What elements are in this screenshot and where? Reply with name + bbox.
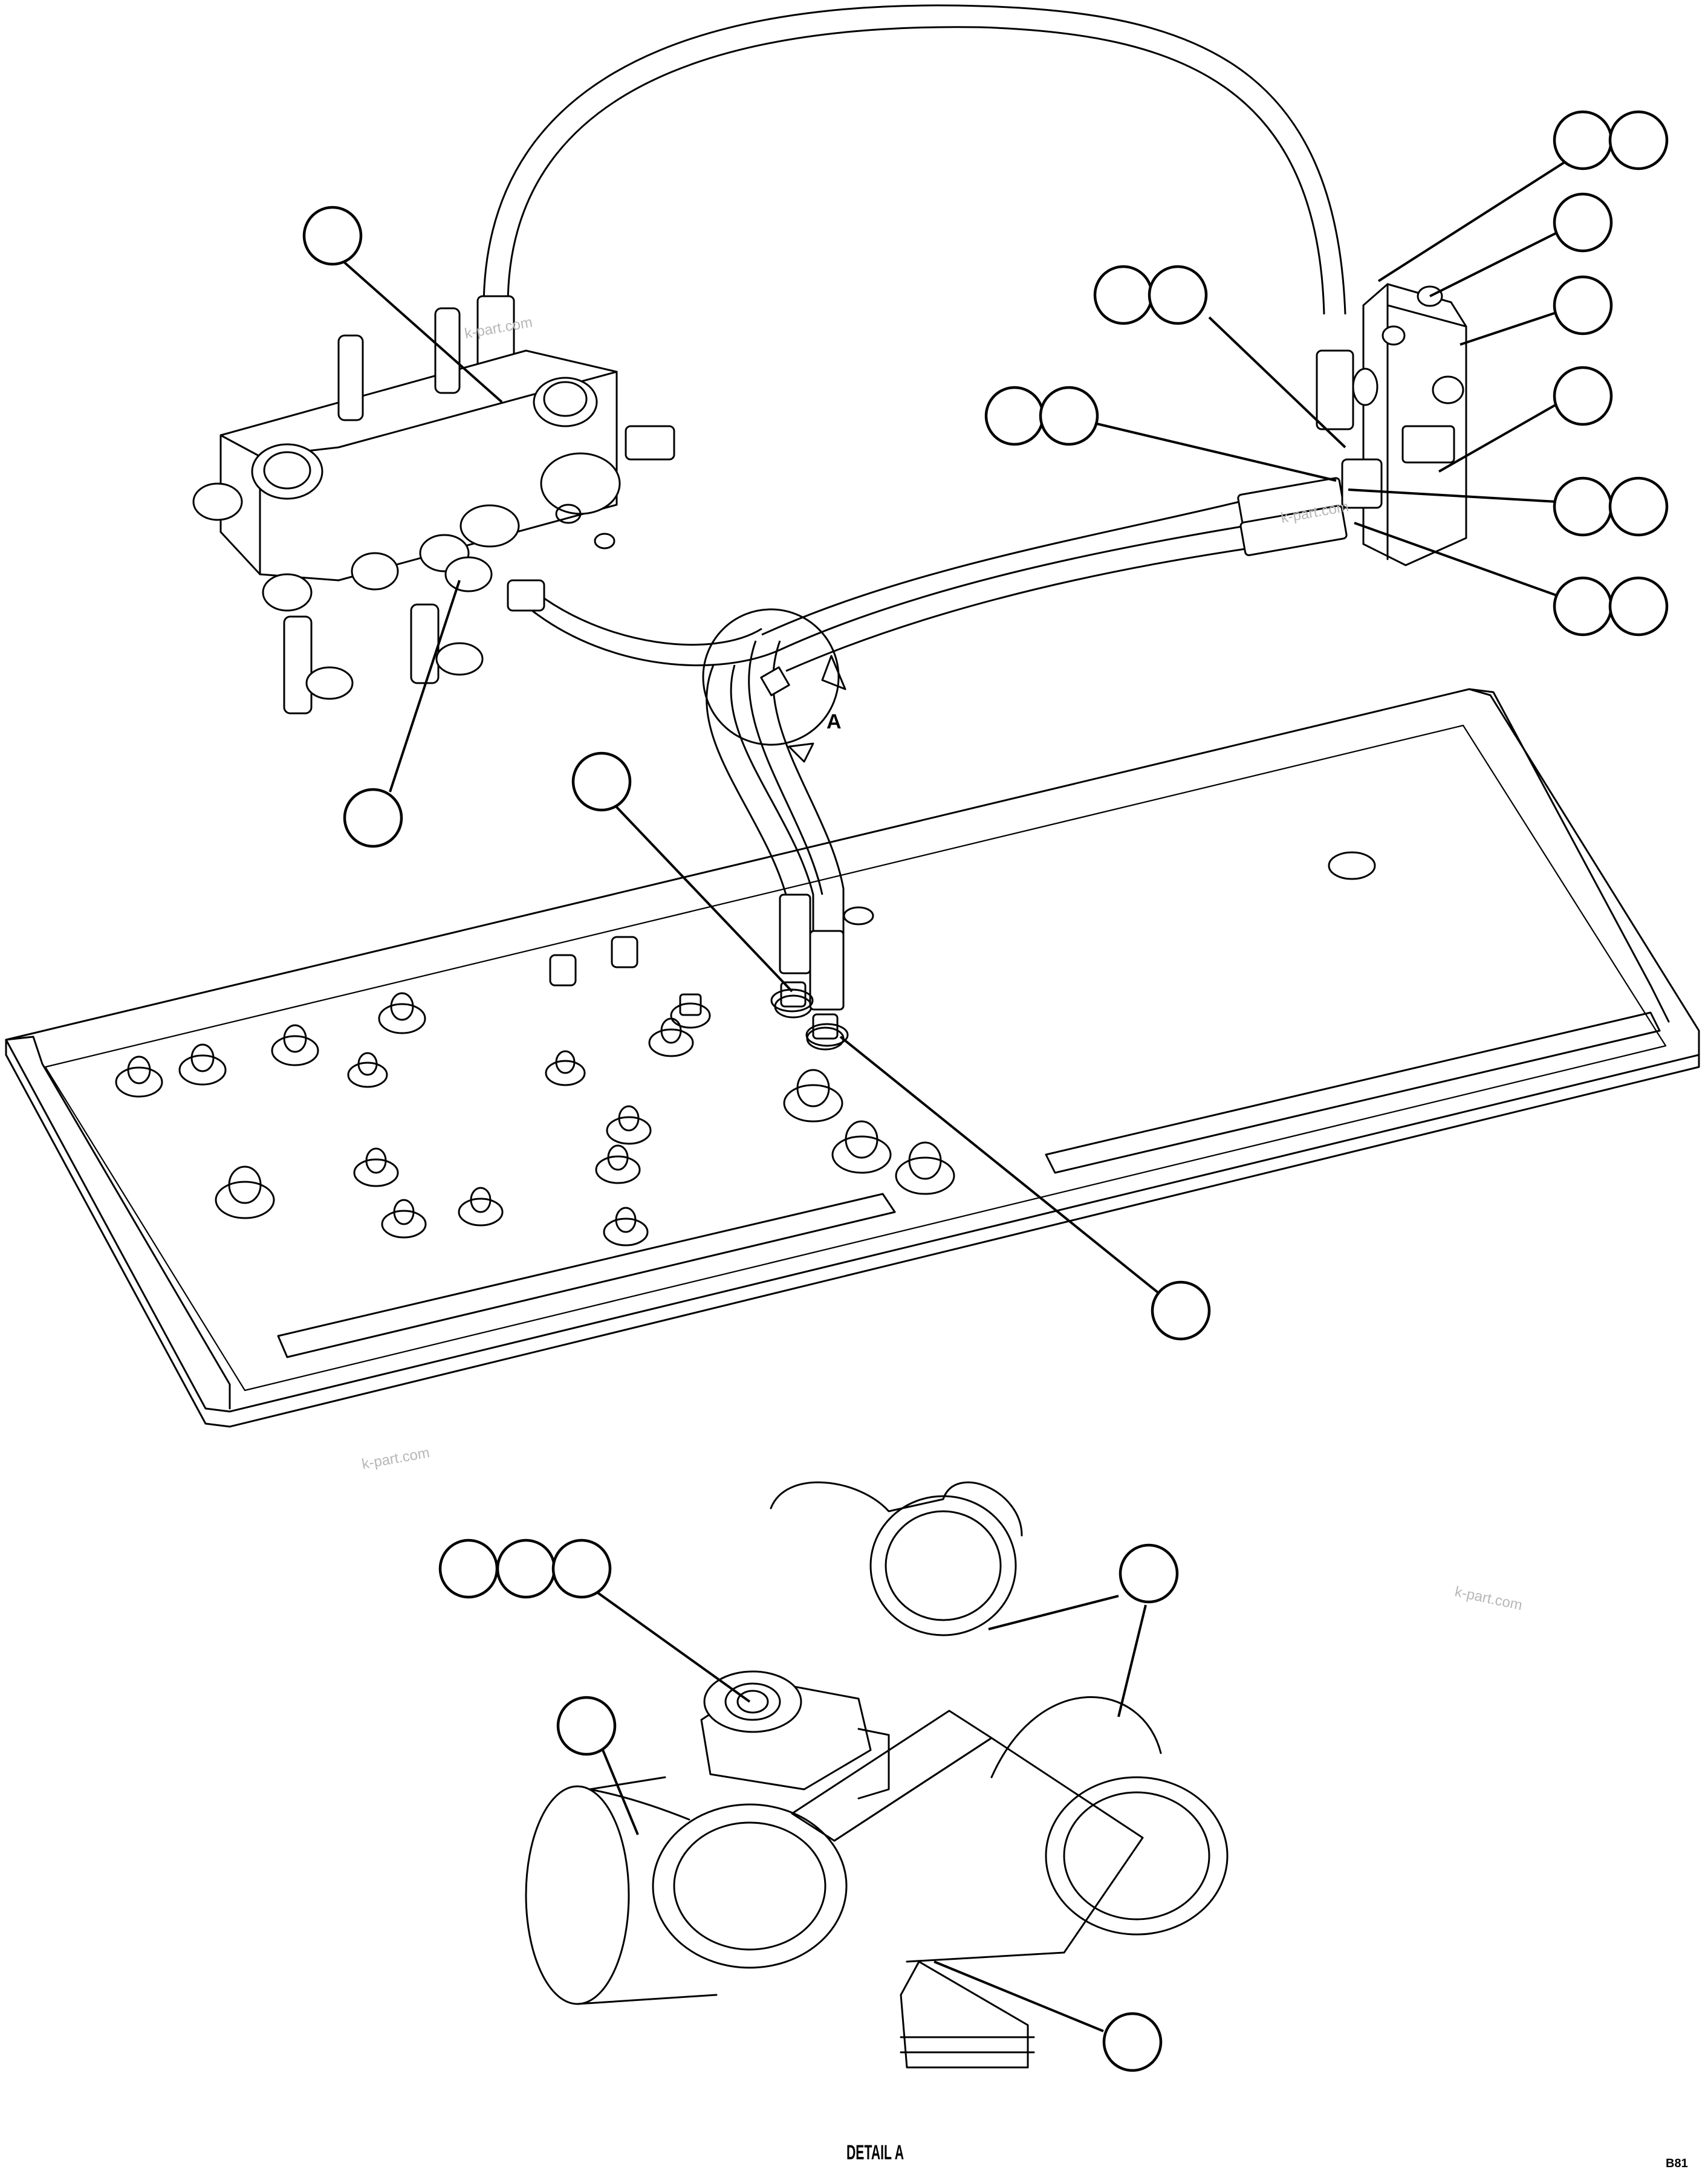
callout-19 [496, 1538, 556, 1599]
mounting-plate [5, 688, 1700, 1428]
callout-6 [1093, 265, 1154, 325]
callout-13 [1553, 576, 1613, 637]
callout-3 [1608, 110, 1669, 170]
callout-bubbles [302, 110, 1669, 2072]
callout-11 [1553, 476, 1613, 537]
callout-20 [551, 1538, 612, 1599]
callout-5 [1553, 275, 1613, 336]
callout-17 [1151, 1280, 1211, 1341]
detail-a-view [525, 1481, 1229, 2069]
callout-4 [1553, 192, 1613, 253]
watermark-3: k-part.com [360, 1445, 430, 1473]
hoses [476, 4, 1354, 1047]
callout-14 [1608, 576, 1669, 637]
leader-lines [340, 141, 1597, 2032]
callout-23 [1102, 2012, 1163, 2072]
right-valve-block [1341, 283, 1467, 566]
watermark-4: k-part.com [1453, 1583, 1524, 1613]
callout-12 [1608, 476, 1669, 537]
plate-fittings [115, 936, 955, 1246]
callout-8 [1553, 366, 1613, 426]
callout-15 [343, 788, 403, 848]
callout-16 [571, 751, 632, 812]
sheet-code: B81 [1666, 2157, 1688, 2170]
callout-9 [984, 386, 1045, 446]
left-valve-block [192, 307, 675, 715]
callout-1 [302, 206, 363, 266]
callout-18 [438, 1538, 499, 1599]
detail-caption: DETAIL A [846, 2141, 904, 2164]
callout-22 [556, 1696, 617, 1756]
callout-2 [1553, 110, 1613, 170]
detail-a-letter: A [826, 710, 842, 733]
callout-21 [1119, 1543, 1179, 1604]
callout-7 [1148, 265, 1208, 325]
callout-10 [1039, 386, 1099, 446]
detail-a-marker: A [702, 608, 846, 763]
